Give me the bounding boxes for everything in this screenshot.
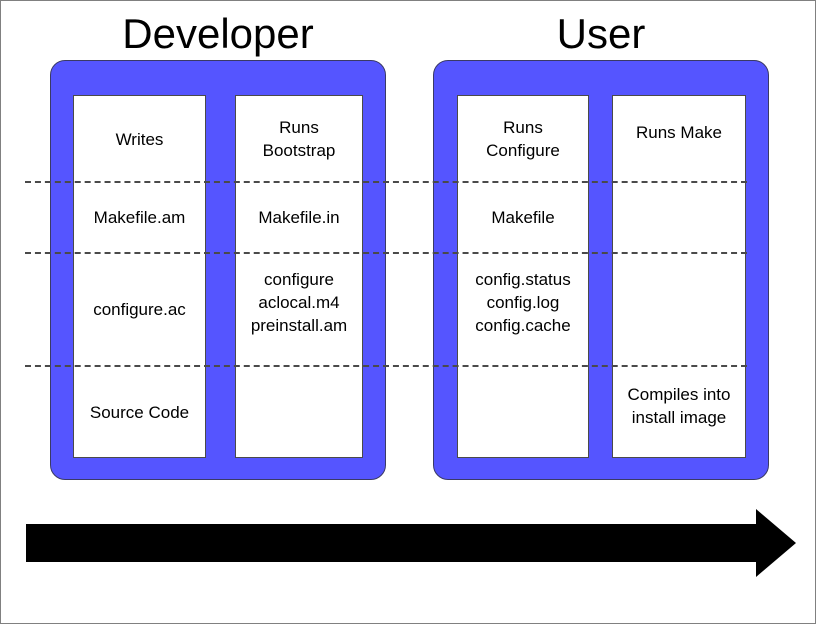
row-separator-2 (25, 252, 747, 254)
cell-writes-action: Writes (115, 129, 164, 149)
row-separator-3 (25, 365, 747, 367)
cell-make-action: Runs Make (636, 122, 722, 142)
cell-configure-makefile: Makefile (491, 208, 555, 227)
cell-bootstrap-makefile: Makefile.in (258, 208, 340, 227)
cell-configure-build (458, 366, 588, 459)
group-title-developer: Developer (122, 10, 314, 57)
cell-writes-makefile: Makefile.am (93, 208, 186, 227)
stage-column-writes: Writes Makefile.am configure.ac Source C… (73, 95, 206, 458)
cell-writes-files: configure.ac (93, 300, 186, 319)
cell-make-makefile (613, 182, 745, 253)
cell-writes-build: Source Code (89, 403, 190, 422)
cell-bootstrap-build (236, 366, 362, 459)
group-title-user: User (556, 10, 646, 57)
time-flow-arrow-icon (26, 509, 796, 577)
row-separator-1 (25, 181, 747, 183)
cell-make-files (613, 253, 745, 366)
